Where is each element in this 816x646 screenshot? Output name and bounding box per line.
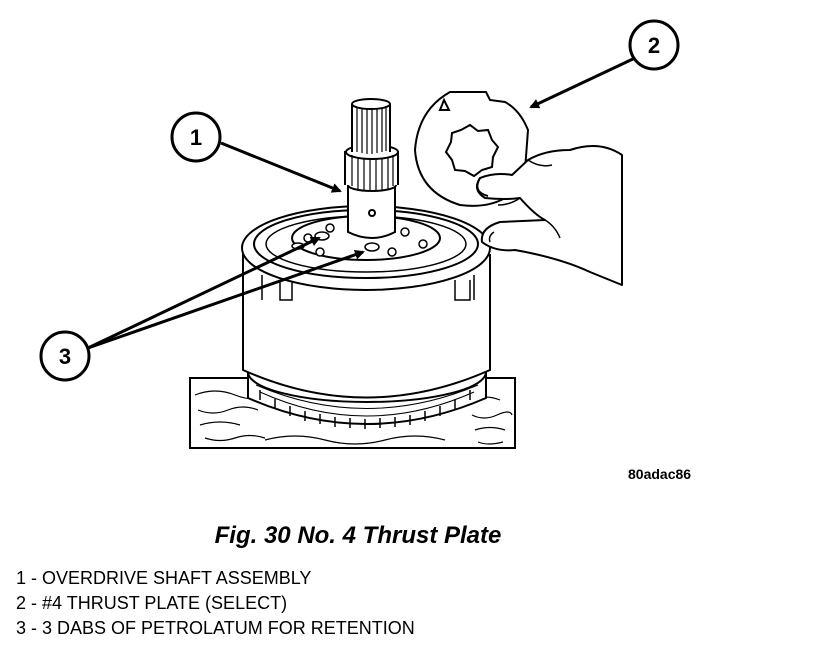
overdrive-shaft [344, 98, 399, 239]
callout-3-number: 3 [59, 344, 71, 369]
overdrive-housing [241, 205, 491, 399]
legend-item: 2 - #4 THRUST PLATE (SELECT) [16, 593, 288, 613]
callout-2: 2 [628, 19, 680, 71]
figure-reference-code: 80adac86 [628, 466, 692, 482]
leader-lines [87, 56, 636, 350]
legend-item: 3 - 3 DABS OF PETROLATUM FOR RETENTION [16, 618, 415, 638]
figure-caption: Fig. 30 No. 4 Thrust Plate [214, 522, 502, 549]
thrust-plate-illustration: 1 2 3 [39, 19, 680, 449]
callout-3: 3 [39, 330, 91, 382]
callout-1: 1 [170, 111, 222, 163]
figure-legend: 1 - OVERDRIVE SHAFT ASSEMBLY 2 - #4 THRU… [16, 566, 415, 641]
callout-2-number: 2 [648, 33, 660, 58]
callout-1-number: 1 [190, 125, 202, 150]
legend-item: 1 - OVERDRIVE SHAFT ASSEMBLY [16, 568, 312, 588]
hand [475, 145, 623, 286]
